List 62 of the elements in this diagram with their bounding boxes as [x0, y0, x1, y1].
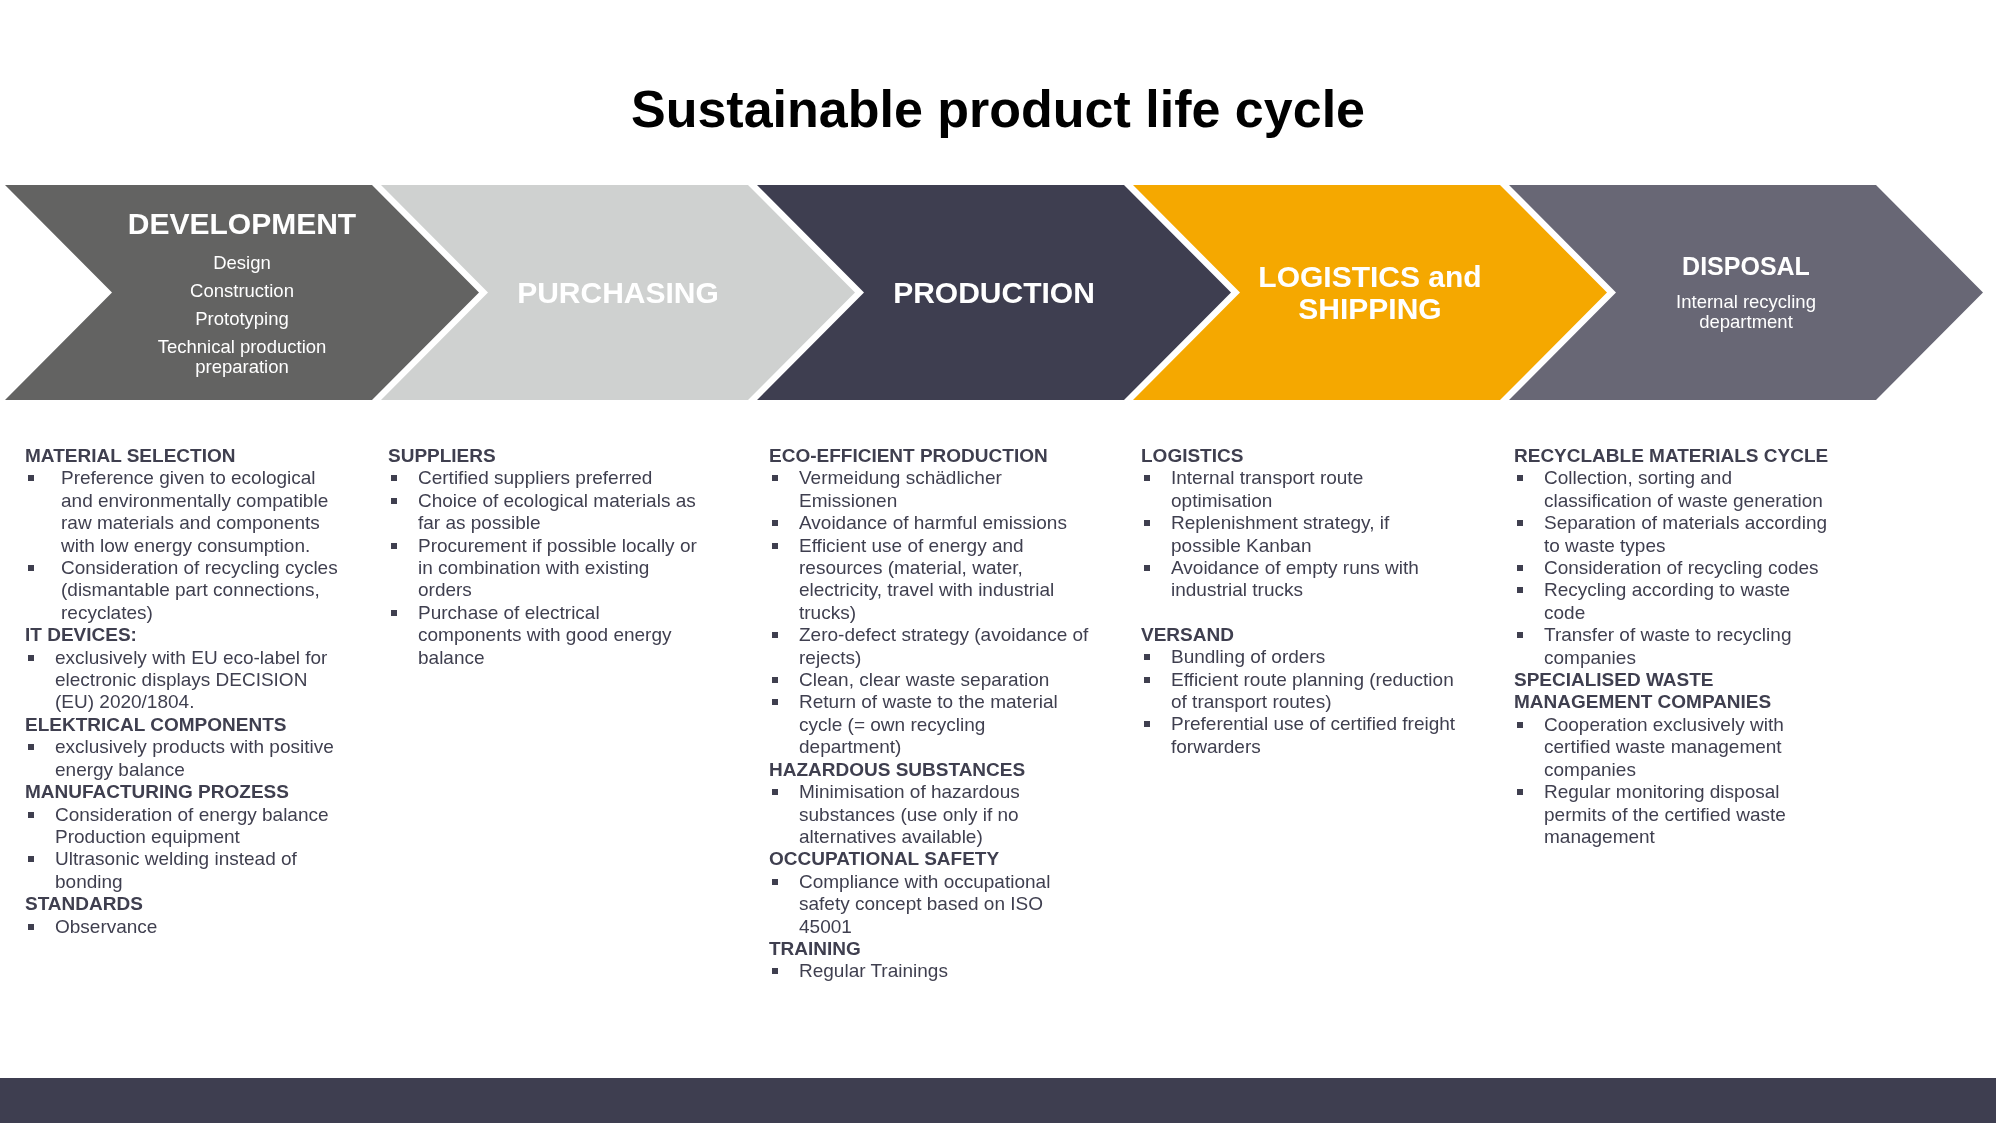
bullet-text: Compliance with occupational safety concept based on ISO 45001: [799, 870, 1052, 938]
process-step: [5, 185, 479, 400]
section-heading: OCCUPATIONAL SAFETY: [769, 848, 1001, 871]
bullet-text: Consideration of recycling cycles (dismantable part connections, recyclates): [61, 557, 339, 625]
bullet-text: Avoidance of empty runs with industrial trucks: [1171, 557, 1420, 602]
bullet-text: exclusively products with positive energy balance: [55, 736, 335, 782]
section-heading: RECYCLABLE MATERIALS CYCLE: [1514, 445, 1830, 468]
page-title: Sustainable product life cycle: [630, 79, 1366, 140]
stage-item: Prototyping: [195, 309, 289, 330]
section-heading: LOGISTICS: [1141, 445, 1245, 468]
bullet-text: Efficient route planning (reduction of transport routes): [1171, 668, 1455, 714]
process-step: [757, 185, 1231, 400]
stage-title: PRODUCTION: [893, 276, 1095, 309]
section-heading: VERSAND: [1141, 623, 1235, 647]
bullet-text: Replenishment strategy, if possible Kanban: [1171, 512, 1391, 558]
bullet-text: Preferential use of certified freight forwarders: [1171, 713, 1457, 759]
bullet-text: Preference given to ecological and environmentally compatible raw materials and components with low energy consumption.: [61, 467, 330, 558]
bullet-text: Choice of ecological materials as far as possible: [418, 489, 697, 535]
section-heading: MATERIAL SELECTION: [25, 445, 237, 468]
bullet-text: Internal transport route optimisation: [1171, 467, 1365, 513]
stage-item: Technical production preparation: [156, 337, 328, 378]
bullet-text: Procurement if possible locally or in combination with existing orders: [418, 534, 698, 602]
bullet-text: Observance: [55, 915, 159, 938]
section-heading: HAZARDOUS SUBSTANCES: [769, 758, 1027, 782]
stage-item: Construction: [190, 281, 294, 302]
section-heading: STANDARDS: [25, 893, 144, 916]
bullet-text: Collection, sorting and classification of waste generation: [1544, 467, 1824, 513]
process-step: [381, 185, 855, 400]
bullet-text: Regular Trainings: [799, 960, 949, 983]
bullet-text: Cooperation exclusively with certified waste management companies: [1544, 713, 1785, 782]
bullet-text: Efficient use of energy and resources (material, water, electricity, travel with industrial trucks): [799, 534, 1056, 625]
bullet-text: Recycling according to waste code: [1544, 579, 1792, 625]
bullet-text: Transfer of waste to recycling companies: [1544, 624, 1793, 670]
bullet-text: exclusively with EU eco-label for electronic displays DECISION (EU) 2020/1804.: [55, 646, 329, 714]
stage-item: Internal recycling department: [1675, 291, 1817, 332]
section-heading: ECO-EFFICIENT PRODUCTION: [769, 445, 1049, 468]
bullet-text: Consideration of recycling codes: [1544, 557, 1820, 580]
bullet-text: Return of waste to the material cycle (= own recycling department): [799, 691, 1059, 759]
stage-title: LOGISTICS and SHIPPING: [1257, 261, 1483, 324]
stage-title: DEVELOPMENT: [127, 207, 357, 240]
section-heading: MANUFACTURING PROZESS: [25, 781, 290, 804]
section-heading: IT DEVICES:: [25, 624, 138, 647]
bullet-text: Ultrasonic welding instead of bonding: [55, 848, 298, 894]
section-heading: TRAINING: [769, 937, 862, 961]
process-step: [1509, 185, 1983, 400]
process-step: [1133, 185, 1607, 400]
section-heading: SPECIALISED WASTE MANAGEMENT COMPANIES: [1514, 669, 1773, 714]
stage-item: Design: [213, 253, 271, 274]
bullet-text: Purchase of electrical components with good energy balance: [418, 601, 673, 670]
bullet-text: Clean, clear waste separation: [799, 669, 1051, 692]
bullet-text: Avoidance of harmful emissions: [799, 512, 1068, 535]
bullet-text: Minimisation of hazardous substances (use only if no alternatives available): [799, 781, 1021, 849]
bullet-text: Separation of materials according to waste types: [1544, 512, 1828, 558]
section-heading: SUPPLIERS: [388, 445, 497, 468]
bullet-text: Consideration of energy balance Production equipment: [55, 803, 330, 849]
bullet-text: Zero-defect strategy (avoidance of rejects): [799, 624, 1089, 670]
section-heading: ELEKTRICAL COMPONENTS: [25, 713, 288, 737]
bullet-text: Vermeidung schädlicher Emissionen: [799, 467, 1003, 513]
bullet-text: Regular monitoring disposal permits of the certified waste management: [1544, 781, 1787, 849]
bullet-text: Bundling of orders: [1171, 646, 1327, 669]
bullet-text: Certified suppliers preferred: [418, 467, 654, 490]
stage-title: DISPOSAL: [1682, 253, 1810, 280]
